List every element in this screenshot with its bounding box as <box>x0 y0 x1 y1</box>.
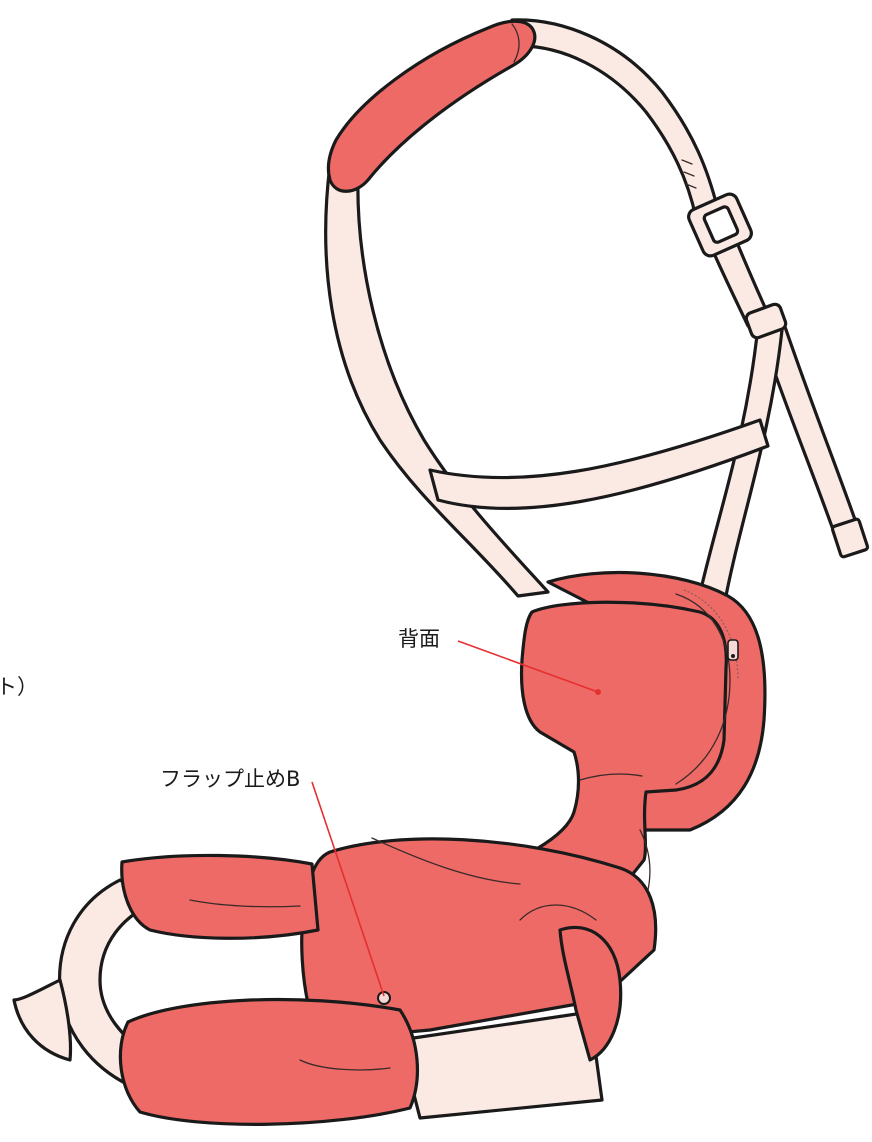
label-back-panel: 背面 <box>398 627 440 651</box>
shoulder-pad <box>328 21 534 191</box>
strap-tip <box>832 518 869 557</box>
label-cut-off-fragment: ト） <box>0 675 38 699</box>
label-cut-off-group: ト） <box>0 675 38 699</box>
label-flap-fastener-b: フラップ止めB <box>160 767 300 791</box>
zipper-pull-icon <box>728 640 738 660</box>
